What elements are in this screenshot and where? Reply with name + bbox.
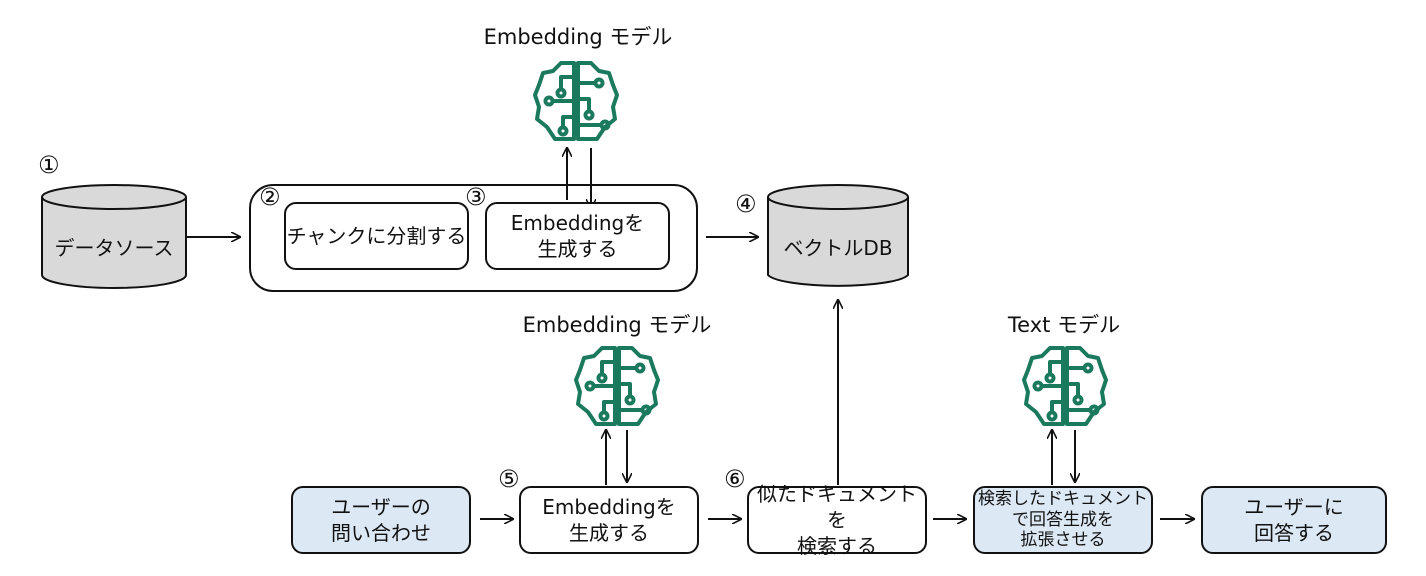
augment-generation-line1: 検索したドキュメント: [978, 488, 1148, 509]
datasource-label: データソース: [54, 236, 174, 260]
augment-generation-box: 検索したドキュメント で回答生成を 拡張させる: [973, 486, 1153, 554]
chunk-split-box: チャンクに分割する: [284, 202, 469, 270]
bottom-embedding-model-title: Embedding モデル: [522, 313, 712, 337]
ingestion-process-group: [249, 184, 698, 292]
top-embedding-model-title: Embedding モデル: [483, 25, 673, 49]
embedding-generate-top-line1: Embeddingを: [510, 211, 645, 235]
user-query-line2: 問い合わせ: [331, 521, 431, 545]
vectordb-cylinder: [767, 184, 909, 287]
step-number-3: ③: [465, 183, 487, 211]
step-number-4: ④: [735, 190, 757, 218]
step-number-5: ⑤: [498, 465, 520, 493]
step-number-1: ①: [38, 151, 60, 179]
vectordb-label: ベクトルDB: [783, 236, 893, 260]
search-documents-box: 似たドキュメントを 検索する: [747, 482, 927, 558]
embedding-generate-top-line2: 生成する: [537, 237, 618, 261]
search-documents-line2: 検索する: [797, 534, 877, 558]
embedding-generate-box-bottom: Embeddingを 生成する: [519, 486, 699, 554]
augment-generation-line2: で回答生成を: [1012, 509, 1114, 530]
augment-generation-line3: 拡張させる: [1020, 530, 1106, 551]
embedding-generate-bottom-line2: 生成する: [569, 521, 649, 545]
answer-user-line1: ユーザーに: [1244, 495, 1344, 519]
step-number-6: ⑥: [724, 465, 746, 493]
chunk-split-label: チャンクに分割する: [286, 224, 467, 248]
answer-user-line2: 回答する: [1253, 521, 1334, 545]
embedding-generate-box-top: Embeddingを 生成する: [485, 202, 670, 270]
datasource-cylinder: [41, 184, 187, 289]
embedding-model-brain-icon-top: [533, 61, 619, 141]
embedding-model-brain-icon-bottom: [574, 346, 660, 426]
user-query-line1: ユーザーの: [331, 495, 431, 519]
text-model-brain-icon: [1022, 346, 1108, 426]
embedding-generate-bottom-line1: Embeddingを: [542, 495, 676, 519]
answer-user-box: ユーザーに 回答する: [1201, 486, 1387, 554]
user-query-box: ユーザーの 問い合わせ: [291, 486, 471, 554]
text-model-title: Text モデル: [1007, 313, 1121, 337]
search-documents-line1: 似たドキュメントを: [757, 482, 917, 532]
